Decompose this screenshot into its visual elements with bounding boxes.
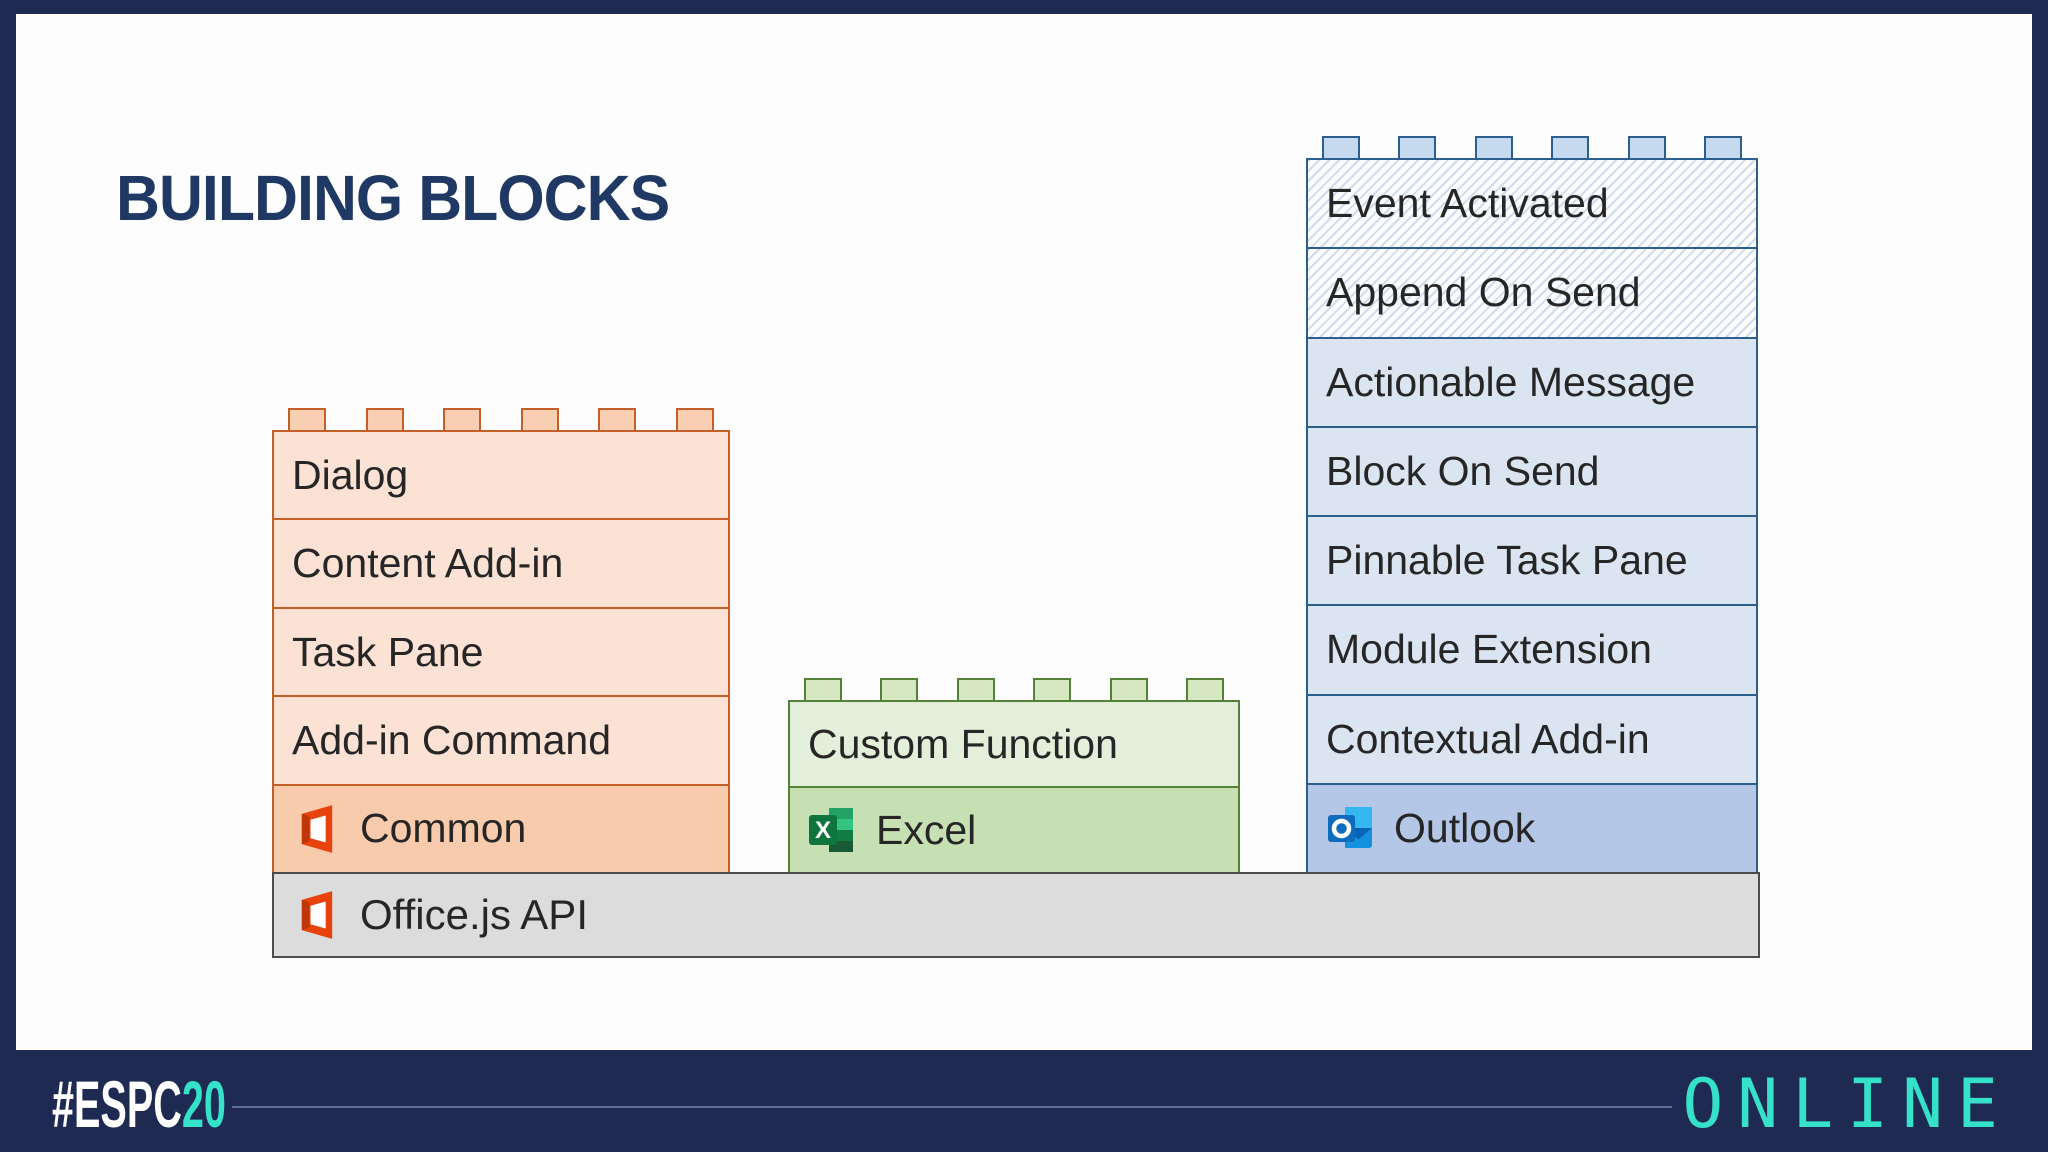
brick-stud — [1627, 136, 1666, 162]
brick-row-label: Common — [360, 805, 527, 852]
brick-row-label: Contextual Add-in — [1326, 715, 1650, 762]
brick-row-label: Outlook — [1394, 804, 1536, 851]
footer-hashtag-text: #ESPC — [52, 1067, 182, 1141]
brick-row: Append On Send — [1308, 249, 1756, 339]
brick-row-label: Custom Function — [808, 720, 1118, 767]
footer-hashtag-year: 20 — [181, 1067, 226, 1141]
brick-row-base-outlook: Outlook — [1308, 784, 1756, 872]
brick-row-label: Add-in Command — [292, 716, 612, 763]
brick-row: Module Extension — [1308, 606, 1756, 696]
brick-row: Block On Send — [1308, 427, 1756, 517]
page-title: BUILDING BLOCKS — [116, 161, 670, 234]
brick-row-label: Task Pane — [292, 628, 484, 675]
brick-row: Custom Function — [790, 702, 1238, 788]
office-logo-icon — [292, 802, 342, 856]
office-logo-icon — [292, 888, 342, 942]
brick-stud — [443, 408, 482, 434]
brick-row: Event Activated — [1308, 160, 1756, 250]
brick-row-label: Append On Send — [1326, 269, 1641, 316]
brick-row: Pinnable Task Pane — [1308, 517, 1756, 607]
brick-row-label: Dialog — [292, 451, 409, 498]
brick-body-outlook: Event Activated Append On Send Actionabl… — [1306, 158, 1758, 874]
brick-body-excel: Custom Function X Excel — [788, 700, 1240, 874]
brick-stud — [288, 408, 326, 434]
brick-studs — [788, 678, 1240, 704]
brick-row: Dialog — [274, 432, 728, 521]
footer-divider-line — [232, 1106, 1672, 1108]
brick-row-label: Actionable Message — [1326, 358, 1696, 405]
svg-text:X: X — [815, 817, 831, 844]
foundation-label: Office.js API — [360, 891, 588, 938]
brick-stud — [520, 408, 559, 434]
brick-row-label: Pinnable Task Pane — [1326, 537, 1688, 584]
brick-row-base-common: Common — [274, 785, 728, 873]
excel-icon: X — [808, 803, 858, 857]
brick-row-label: Module Extension — [1326, 626, 1652, 673]
brick-row-label: Event Activated — [1326, 180, 1609, 227]
brick-row: Task Pane — [274, 608, 728, 698]
brick-stud — [1398, 136, 1437, 162]
brick-stud — [804, 678, 842, 704]
brick-row: Contextual Add-in — [1308, 695, 1756, 785]
brick-stud — [1322, 136, 1360, 162]
brick-row: Add-in Command — [274, 697, 728, 786]
brick-row-base-excel: X Excel — [790, 788, 1238, 872]
brick-row: Content Add-in — [274, 520, 728, 609]
brick-row-label: Content Add-in — [292, 540, 564, 587]
brick-row-label: Excel — [876, 806, 977, 853]
brick-row-label: Block On Send — [1326, 447, 1600, 494]
brick-row: Actionable Message — [1308, 338, 1756, 428]
outlook-icon — [1326, 801, 1376, 855]
foundation-bar: Office.js API — [272, 872, 1760, 958]
brick-body-office: Dialog Content Add-in Task Pane Add-in C… — [272, 430, 730, 874]
brick-studs — [1306, 136, 1758, 162]
footer-online-label: ONLINE — [1682, 1064, 2012, 1144]
